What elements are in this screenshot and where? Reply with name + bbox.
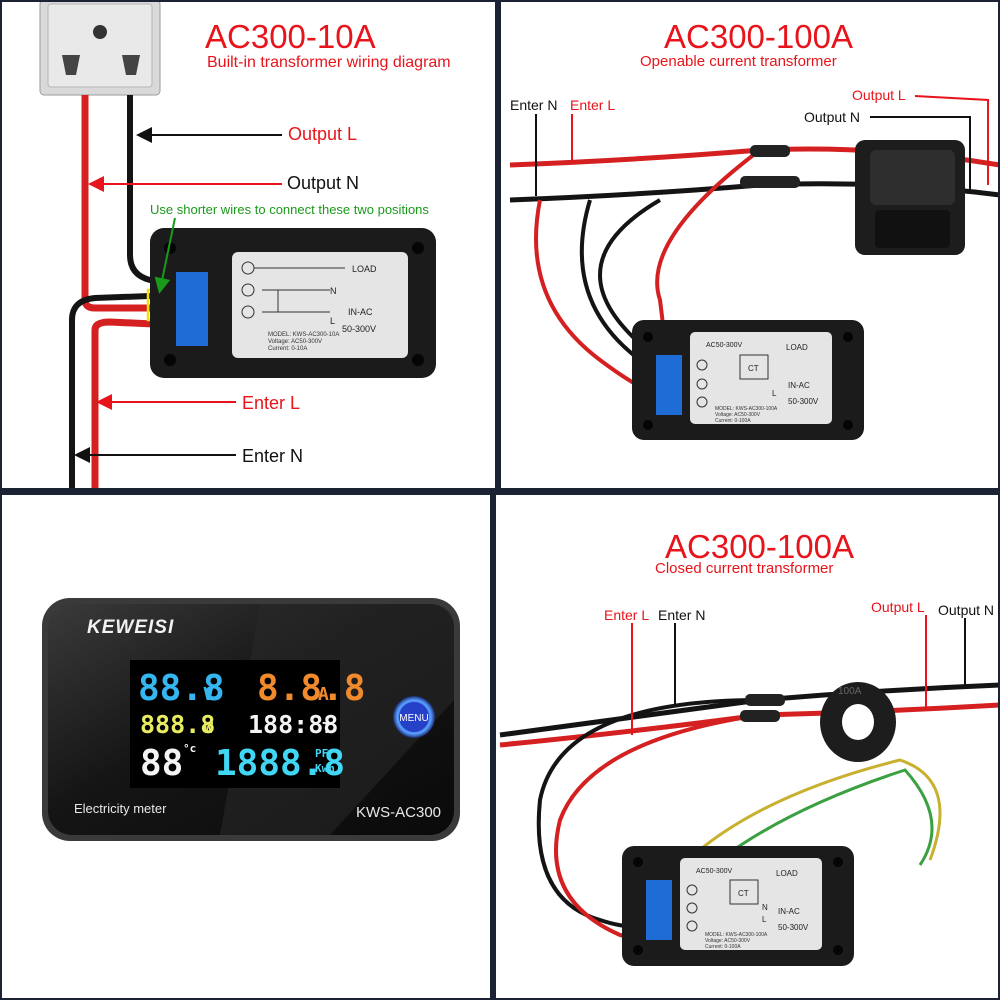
label-enter-l: Enter L (570, 97, 615, 113)
temperature-reading: 88 (140, 743, 183, 784)
time-reading: 188:88 (248, 710, 338, 739)
voltage-unit: V (203, 684, 214, 705)
panel-ac300-10a: LOAD N IN-AC L 50-300V MODEL: KWS-AC300-… (39, 0, 451, 490)
voltage-reading: 88.8 (138, 668, 225, 709)
panel-ac300-100a-open: AC50-300V CT LOAD IN-AC L 50-300V MODEL:… (509, 18, 1000, 440)
brand-logo: KEWEISI (87, 617, 174, 638)
lcd-display: 88.8 V 8.8.8 A 888.8 W 188:88 T 88 °c 18… (138, 668, 365, 784)
temperature-unit: °c (183, 742, 196, 755)
label-output-n: Output N (938, 602, 994, 618)
module-range-label: 50-300V (342, 324, 376, 334)
power-reading: 888.8 (140, 710, 215, 739)
module-ac-label: AC50-300V (706, 342, 743, 349)
panel4-subtitle: Closed current transformer (655, 560, 833, 577)
power-unit: W (204, 719, 214, 737)
panel2-subtitle: Openable current transformer (640, 53, 837, 70)
module-model-text: MODEL: KWS-AC300-10A (268, 332, 339, 338)
panel-ac300-100a-closed: 100A AC50-300V CT LOAD N IN-AC L 50-300V… (499, 528, 1000, 966)
module-in-ac-label: IN-AC (778, 907, 800, 916)
module-in-ac-label: IN-AC (348, 307, 373, 317)
module-range-label: 50-300V (778, 923, 809, 932)
module-voltage-text: Voltage: AC50-300V (268, 339, 322, 345)
module-load-label: LOAD (786, 343, 808, 352)
module-ac300-100a-closed: AC50-300V CT LOAD N IN-AC L 50-300V MODE… (622, 846, 854, 966)
ct-marking: 100A (838, 686, 862, 697)
module-n-label: N (330, 286, 337, 296)
current-unit: A (318, 684, 329, 705)
module-ct-label: CT (738, 889, 749, 898)
module-load-label: LOAD (352, 264, 377, 274)
module-ac-label: AC50-300V (696, 868, 733, 875)
label-enter-n: Enter N (658, 607, 705, 623)
label-output-n: Output N (287, 173, 359, 193)
meter-caption-left: Electricity meter (74, 801, 167, 816)
panel2-title: AC300-100A (664, 18, 853, 55)
module-voltage-text: Voltage: AC50-300V (715, 412, 761, 418)
label-output-l: Output L (288, 124, 357, 144)
closed-current-transformer: 100A (820, 682, 896, 762)
time-unit: T (322, 719, 331, 737)
kwh-unit: Kwh (315, 762, 335, 775)
label-output-l: Output L (871, 599, 925, 615)
module-range-label: 50-300V (788, 397, 819, 406)
label-output-l: Output L (852, 87, 906, 103)
label-enter-l: Enter L (604, 607, 649, 623)
meter-caption-right: KWS-AC300 (356, 804, 441, 821)
module-model-text: MODEL: KWS-AC300-100A (715, 406, 778, 412)
module-ac300-10a: LOAD N IN-AC L 50-300V MODEL: KWS-AC300-… (150, 228, 436, 378)
menu-button[interactable]: MENU (393, 696, 435, 738)
module-in-ac-label: IN-AC (788, 381, 810, 390)
module-current-text: Current: 0-100A (705, 944, 741, 950)
label-enter-n: Enter N (510, 97, 557, 113)
module-l-label: L (762, 915, 767, 924)
menu-button-label: MENU (399, 713, 428, 724)
panel4-title: AC300-100A (665, 528, 854, 565)
module-ac300-100a-open: AC50-300V CT LOAD IN-AC L 50-300V MODEL:… (632, 320, 864, 440)
power-socket (39, 0, 161, 96)
module-load-label: LOAD (776, 869, 798, 878)
module-voltage-text: Voltage: AC50-300V (705, 938, 751, 944)
module-model-text: MODEL: KWS-AC300-100A (705, 932, 768, 938)
module-current-text: Current: 0-10A (268, 346, 307, 352)
panel-meter: KEWEISI 88.8 V 8.8.8 A 888.8 W 188:88 T … (42, 598, 460, 841)
label-enter-n: Enter N (242, 446, 303, 466)
module-n-label: N (762, 903, 768, 912)
module-ct-label: CT (748, 364, 759, 373)
module-current-text: Current: 0-100A (715, 418, 751, 424)
current-reading: 8.8.8 (257, 668, 365, 709)
module-l-label: L (330, 316, 335, 326)
label-shorter-wires-note: Use shorter wires to connect these two p… (150, 202, 429, 217)
panel1-subtitle: Built-in transformer wiring diagram (207, 54, 451, 71)
label-output-n: Output N (804, 109, 860, 125)
energy-reading: 1888.8 (215, 743, 345, 784)
label-enter-l: Enter L (242, 393, 300, 413)
module-l-label: L (772, 389, 777, 398)
panel1-title: AC300-10A (205, 18, 376, 55)
openable-current-transformer (855, 140, 965, 255)
pf-unit: PF (315, 747, 328, 760)
